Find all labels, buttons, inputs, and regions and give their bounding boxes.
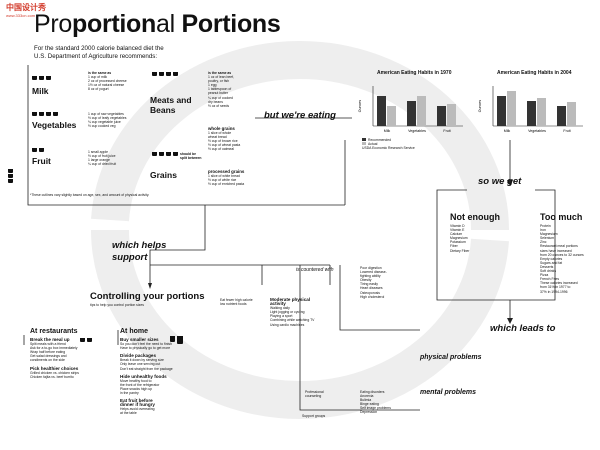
meats-ounce-icons <box>152 72 180 76</box>
physical-problems-label: physical problems <box>420 354 482 361</box>
home-title: At home <box>120 328 148 335</box>
restaurants-title: At restaurants <box>30 328 78 335</box>
grains-ounce-icons <box>152 152 180 156</box>
not-enough-title: Not enough <box>450 212 500 222</box>
physical-problems-list: Poor digestion Lowered disease- fighting… <box>360 266 387 299</box>
milk-label: Milk <box>32 86 49 96</box>
controlling-title: Controlling your portions <box>90 291 205 302</box>
x-tick-label: Fruit <box>443 129 450 133</box>
countered-label: is countered with <box>296 267 334 273</box>
milk-list: is the same as 1 cup of milk 2 oz of pro… <box>88 71 127 92</box>
which-helps-label: which helps <box>112 240 167 251</box>
vegetables-list: 1 cup of raw vegetables ½ cup of leafy v… <box>88 112 127 129</box>
vegetables-cup-icons <box>32 112 60 116</box>
professional-counseling: Professional counseling <box>305 390 324 399</box>
watermark-logo: 中国设计秀 www.333cn.com <box>6 2 46 18</box>
whole-grains-list: whole grains 1 slice of whole wheat brea… <box>208 126 241 152</box>
moderate-activity-list: Moderate physical activity Walking daily… <box>270 297 315 327</box>
too-much-list: Protein Iron Magnesium Selenium Zinc Res… <box>540 224 584 294</box>
x-tick-label: Fruit <box>563 129 570 133</box>
cup-legend-icons <box>8 168 22 184</box>
bar-fruit-1 <box>567 102 576 126</box>
so-we-get-label: so we get <box>478 176 522 187</box>
page-title: Proportional Portions <box>34 10 281 38</box>
vegetables-label: Vegetables <box>32 120 77 130</box>
bar-fruit-0 <box>557 106 566 126</box>
fruit-cup-icons <box>32 148 46 152</box>
bar-vegetables-1 <box>537 98 546 126</box>
meats-label: Meats and Beans <box>150 95 192 115</box>
watermark-url: www.333cn.com <box>6 13 36 18</box>
bar-vegetables-1 <box>417 96 426 126</box>
fruit-label: Fruit <box>32 156 51 166</box>
restaurants-list: Break the meal up Split meals with a fri… <box>30 337 79 379</box>
subtitle: For the standard 2000 calorie balanced d… <box>34 45 164 60</box>
grains-split-note: should be split between <box>180 152 202 161</box>
processed-grains-list: processed grains 1 slice of white bread … <box>208 169 245 187</box>
bar-milk-0 <box>377 96 386 126</box>
x-tick-label: Milk <box>504 129 511 133</box>
x-tick-label: Vegetables <box>528 129 546 133</box>
controlling-sub: tips to help you control portion sizes <box>90 303 144 307</box>
x-tick-label: Vegetables <box>408 129 426 133</box>
support-groups: Support groups <box>302 414 326 418</box>
chart-2004-title: American Eating Habits in 2004 <box>497 70 572 76</box>
eat-fewer-note: Eat fewer high calorie low nutrient food… <box>220 298 253 307</box>
watermark-text: 中国设计秀 <box>6 3 46 12</box>
bar-milk-0 <box>497 96 506 126</box>
milk-cup-icons <box>32 76 53 80</box>
bar-vegetables-0 <box>527 101 536 126</box>
mental-problems-label: mental problems <box>420 389 477 396</box>
meats-list: is the same as 1 oz of lean beef, poultr… <box>208 71 235 108</box>
home-package-icons <box>170 336 185 344</box>
y-axis-label: Ounces <box>358 100 362 113</box>
bar-fruit-1 <box>447 104 456 126</box>
bar-vegetables-0 <box>407 101 416 126</box>
support-label: support <box>112 252 148 263</box>
y-axis-label: Ounces <box>478 100 482 113</box>
bar-milk-1 <box>507 91 516 126</box>
fruit-list: 1 small apple ½ cup of fruit juice 1 lar… <box>88 150 117 167</box>
bar-fruit-0 <box>437 106 446 126</box>
home-list: Buy smaller sizes So you don't feel the … <box>120 337 173 416</box>
x-tick-label: Milk <box>384 129 391 133</box>
chart-1970-title: American Eating Habits in 1970 <box>377 70 452 76</box>
not-enough-list: Vitamin D Vitamin E Calcium Magnesium Po… <box>450 224 470 253</box>
grains-label: Grains <box>150 170 177 180</box>
which-leads-to-label: which leads to <box>490 323 556 334</box>
bar-milk-1 <box>387 106 396 126</box>
restaurant-plate-icons <box>80 338 94 342</box>
but-we-are-eating-label: but we're eating <box>264 110 336 121</box>
footnote: *These cutlines vary slightly based on a… <box>30 193 150 197</box>
chart-legend: Recommended Actual USDA Economic Researc… <box>362 138 415 151</box>
mental-problems-list: Eating disorders Anorexia Bulimia Binge … <box>360 390 391 415</box>
too-much-title: Too much <box>540 212 583 222</box>
